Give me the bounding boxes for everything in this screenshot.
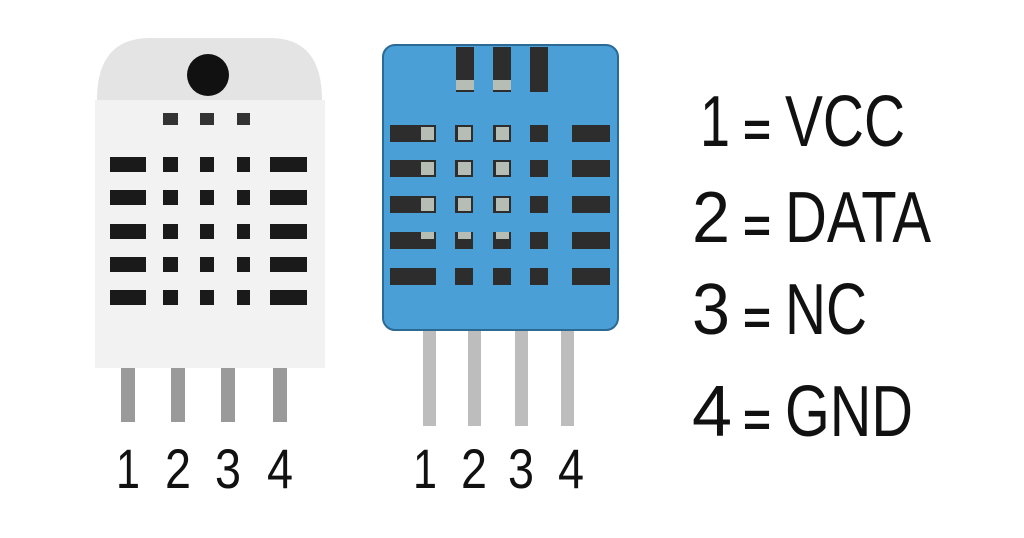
vent-slot: [110, 257, 146, 272]
pin-labels-blue: 1 2 3 4: [413, 437, 584, 500]
vent-slot: [418, 268, 436, 285]
vent-window: [496, 232, 509, 239]
vent-slot: [572, 125, 610, 142]
pin-label: 4: [558, 437, 584, 500]
vent-slot: [270, 190, 307, 205]
vent-slot: [110, 157, 146, 172]
vent-window: [458, 198, 471, 211]
legend-equals: =: [743, 394, 771, 447]
vent-window: [421, 232, 434, 239]
pin-label: 1: [116, 437, 140, 500]
vent-slot: [237, 290, 250, 305]
vent-slot: [163, 290, 178, 305]
legend-name: DATA: [785, 178, 931, 258]
vent-slot: [110, 290, 146, 305]
lead: [468, 328, 481, 426]
blue-sensor: [382, 44, 619, 426]
vent-slot: [200, 157, 214, 172]
vent-slot: [237, 224, 250, 239]
vent-slot: [270, 157, 307, 172]
vent-slot: [493, 268, 511, 285]
legend-pin: 1: [700, 82, 730, 162]
vent-slot: [200, 190, 214, 205]
pin-labels-white: 1 2 3 4: [116, 437, 293, 500]
pin-label: 3: [508, 437, 534, 500]
vent-window: [496, 162, 509, 175]
legend-pin: 4: [692, 372, 732, 452]
vent-slot: [530, 125, 548, 142]
vent-slot: [270, 224, 307, 239]
vent-window: [496, 127, 509, 140]
vent-slot: [110, 190, 146, 205]
vent-window: [458, 127, 471, 140]
vent-slot: [237, 190, 250, 205]
legend-equals: =: [743, 104, 771, 157]
vent-slot: [270, 257, 307, 272]
vent-slot: [572, 268, 610, 285]
legend-pin: 2: [692, 178, 730, 258]
vent-slot: [110, 224, 146, 239]
vent-slot: [530, 196, 548, 213]
vent-slot: [572, 232, 610, 249]
vent-slot: [163, 224, 178, 239]
vent-window: [421, 162, 434, 175]
vent-slot: [237, 157, 250, 172]
vent-slots: [390, 47, 610, 285]
vent-slot: [270, 290, 307, 305]
lead: [221, 366, 235, 422]
pin-legend: 1 = VCC 2 = DATA 3 = NC 4 = GND: [692, 82, 931, 452]
pin-label: 4: [267, 437, 293, 500]
lead: [273, 366, 287, 422]
legend-row-nc: 3 = NC: [692, 270, 867, 350]
legend-row-gnd: 4 = GND: [692, 372, 913, 452]
legend-name: GND: [785, 372, 913, 452]
vent-slot: [200, 290, 214, 305]
vent-slot: [200, 257, 214, 272]
legend-row-vcc: 1 = VCC: [700, 82, 905, 162]
lead: [171, 366, 185, 422]
vent-slot: [530, 268, 548, 285]
vent-slot: [530, 232, 548, 249]
vent-slot: [530, 160, 548, 177]
pin-label: 3: [215, 437, 241, 500]
legend-equals: =: [743, 292, 771, 345]
vent-window: [421, 198, 434, 211]
vent-slot: [572, 196, 610, 213]
vent-slot: [237, 113, 250, 125]
legend-name: VCC: [785, 82, 905, 162]
vent-window: [496, 198, 509, 211]
vent-slot: [237, 257, 250, 272]
vent-window: [421, 127, 434, 140]
vent-window: [493, 80, 511, 90]
vent-slot: [163, 113, 178, 125]
legend-row-data: 2 = DATA: [692, 178, 931, 258]
white-sensor: [95, 38, 325, 422]
legend-pin: 3: [692, 270, 730, 350]
vent-window: [458, 162, 471, 175]
lead: [561, 328, 574, 426]
lead: [515, 328, 528, 426]
lead: [423, 328, 436, 426]
vent-slot: [163, 190, 178, 205]
vent-slot: [163, 257, 178, 272]
vent-window: [458, 232, 471, 239]
pin-label: 2: [461, 437, 487, 500]
vent-slots: [110, 113, 307, 305]
pin-label: 1: [413, 437, 437, 500]
vent-window: [456, 80, 474, 90]
vent-slot: [200, 224, 214, 239]
vent-slot: [455, 268, 473, 285]
vent-slot: [163, 157, 178, 172]
vent-slot: [572, 160, 610, 177]
pin-label: 2: [165, 437, 191, 500]
lead: [121, 366, 135, 422]
vent-slot: [530, 47, 548, 92]
leads: [121, 366, 287, 422]
legend-equals: =: [743, 200, 771, 253]
sensor-hole: [187, 54, 229, 96]
legend-name: NC: [785, 270, 867, 350]
leads: [423, 328, 574, 426]
vent-slot: [200, 113, 214, 125]
